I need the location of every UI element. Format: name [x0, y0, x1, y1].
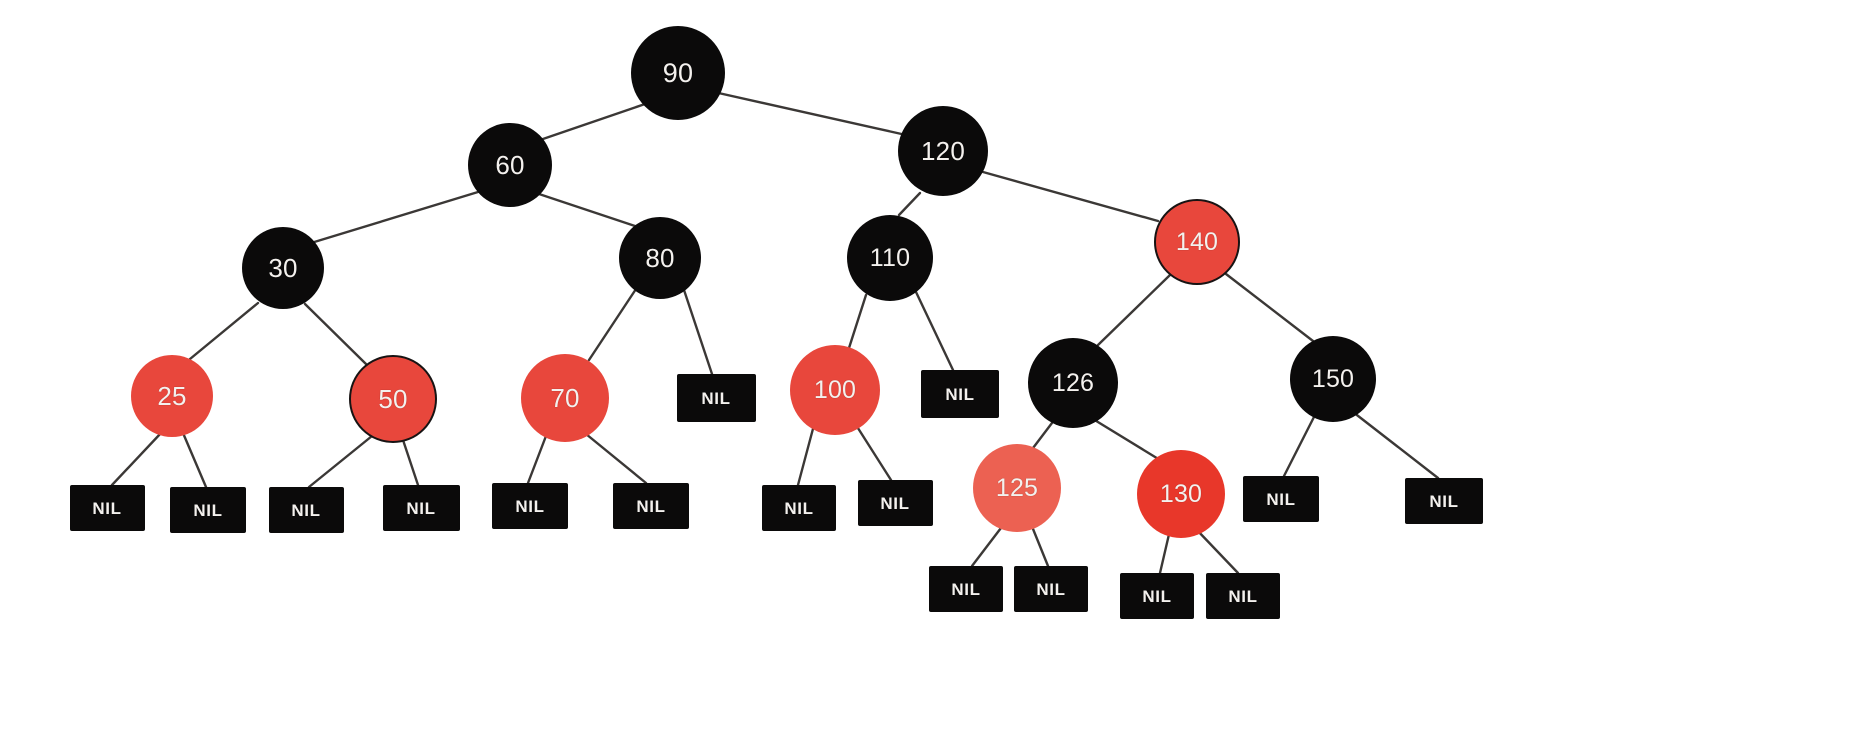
- tree-edge: [526, 434, 548, 485]
- tree-edge: [584, 432, 648, 485]
- tree-edge: [1224, 272, 1315, 343]
- tree-edge: [309, 190, 480, 245]
- tree-edge: [587, 287, 638, 362]
- tree-node-label: 100: [813, 375, 857, 404]
- tree-nil-label: NIL: [291, 500, 321, 520]
- tree-node-label: 110: [869, 243, 911, 272]
- tree-node-label: 126: [1051, 368, 1095, 397]
- tree-node-80[interactable]: 80: [619, 217, 701, 299]
- tree-node-label: 120: [921, 136, 965, 166]
- tree-nil-leaf[interactable]: NIL: [1405, 478, 1483, 524]
- tree-node-30[interactable]: 30: [242, 227, 324, 309]
- tree-node-125[interactable]: 125: [973, 444, 1061, 532]
- tree-node-label: 90: [662, 57, 694, 88]
- tree-node-label: 30: [268, 253, 298, 283]
- tree-edge: [181, 431, 208, 489]
- tree-nil-leaf[interactable]: NIL: [857, 480, 933, 526]
- tree-nil-leaf[interactable]: NIL: [929, 566, 1003, 612]
- tree-node-140[interactable]: 140: [1154, 199, 1240, 285]
- tree-edge: [303, 302, 369, 367]
- tree-nil-leaf[interactable]: NIL: [762, 485, 836, 531]
- tree-nil-leaf[interactable]: NIL: [382, 485, 460, 531]
- tree-edge: [712, 90, 908, 137]
- tree-node-label: 150: [1311, 364, 1355, 393]
- tree-node-100[interactable]: 100: [790, 345, 880, 435]
- tree-edge: [897, 191, 922, 217]
- tree-nil-label: NIL: [784, 498, 814, 518]
- tree-node-label: 130: [1159, 479, 1203, 508]
- tree-node-70[interactable]: 70: [521, 354, 609, 442]
- tree-edge: [1282, 411, 1318, 478]
- tree-node-label: 50: [378, 384, 408, 414]
- tree-edge: [1029, 522, 1050, 568]
- tree-edge: [307, 434, 374, 489]
- tree-edge: [188, 301, 260, 361]
- tree-edge: [1096, 273, 1172, 347]
- tree-nil-leaf[interactable]: NIL: [268, 487, 344, 533]
- tree-edge: [914, 290, 955, 372]
- tree-edge: [970, 522, 1006, 568]
- tree-node-126[interactable]: 126: [1028, 338, 1118, 428]
- tree-nil-label: NIL: [1266, 489, 1296, 509]
- tree-nil-label: NIL: [193, 500, 223, 520]
- tree-nil-label: NIL: [92, 498, 122, 518]
- tree-node-label: 25: [157, 381, 187, 411]
- tree-edge: [682, 288, 714, 376]
- tree-nil-leaf[interactable]: NIL: [1206, 573, 1280, 619]
- tree-nil-leaf[interactable]: NIL: [170, 487, 246, 533]
- tree-nil-label: NIL: [951, 579, 981, 599]
- tree-nil-label: NIL: [1036, 579, 1066, 599]
- tree-nil-label: NIL: [880, 493, 910, 513]
- tree-edge: [981, 170, 1160, 223]
- tree-node-60[interactable]: 60: [468, 123, 552, 207]
- tree-node-120[interactable]: 120: [898, 106, 988, 196]
- tree-edge: [537, 192, 637, 228]
- tree-node-label: 60: [495, 150, 525, 180]
- tree-nil-label: NIL: [515, 496, 545, 516]
- tree-nil-leaf[interactable]: NIL: [1014, 566, 1088, 612]
- tree-node-150[interactable]: 150: [1290, 336, 1376, 422]
- tree-edge: [110, 431, 163, 487]
- tree-node-label: 70: [550, 383, 580, 413]
- tree-edge: [1091, 417, 1162, 462]
- tree-edge: [538, 102, 647, 142]
- tree-edge: [796, 423, 816, 487]
- tree-node-25[interactable]: 25: [131, 355, 213, 437]
- tree-nil-label: NIL: [945, 384, 975, 404]
- tree-nil-leaf[interactable]: NIL: [69, 485, 145, 531]
- tree-nil-leaf[interactable]: NIL: [676, 374, 756, 422]
- tree-node-130[interactable]: 130: [1137, 450, 1225, 538]
- tree-nil-label: NIL: [636, 496, 666, 516]
- tree-nil-label: NIL: [701, 388, 731, 408]
- tree-nil-label: NIL: [406, 498, 436, 518]
- tree-edge: [1194, 527, 1240, 575]
- tree-node-label: 140: [1175, 227, 1219, 256]
- tree-nil-label: NIL: [1142, 586, 1172, 606]
- tree-edge: [854, 423, 893, 482]
- tree-node-label: 80: [645, 243, 675, 273]
- tree-nil-leaf[interactable]: NIL: [1120, 573, 1194, 619]
- tree-edge: [847, 293, 868, 350]
- tree-nil-leaf[interactable]: NIL: [921, 370, 999, 418]
- tree-nil-leaf[interactable]: NIL: [613, 483, 689, 529]
- tree-node-110[interactable]: 110: [847, 215, 933, 301]
- tree-node-90[interactable]: 90: [631, 26, 725, 120]
- tree-node-label: 125: [995, 473, 1039, 502]
- tree-nil-leaf[interactable]: NIL: [1243, 476, 1319, 522]
- tree-edge: [401, 438, 420, 487]
- tree-nil-label: NIL: [1429, 491, 1459, 511]
- tree-edge: [1351, 410, 1440, 480]
- tree-nil-label: NIL: [1228, 586, 1258, 606]
- tree-node-50[interactable]: 50: [349, 355, 437, 443]
- tree-nil-leaf[interactable]: NIL: [492, 483, 568, 529]
